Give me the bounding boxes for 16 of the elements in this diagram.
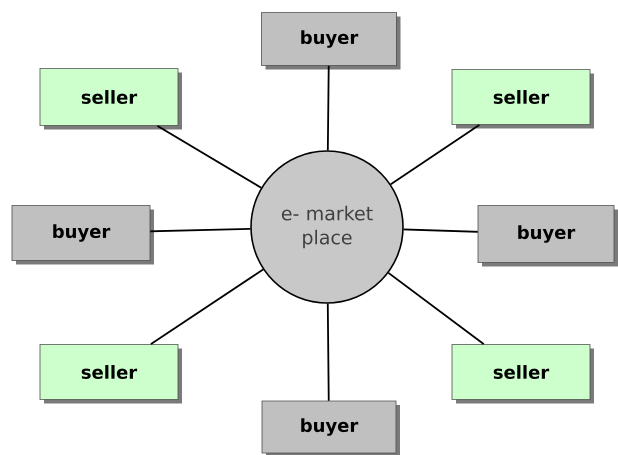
connector-line [156, 125, 262, 188]
connector-line [388, 272, 484, 345]
connector-line [150, 268, 264, 345]
label-box: seller [452, 344, 594, 404]
label-box: seller [40, 344, 182, 404]
connector-line [326, 304, 330, 401]
connector-line [404, 228, 478, 233]
label-box: seller [452, 69, 594, 128]
connector-line [390, 124, 480, 185]
label-box: buyer [261, 12, 400, 70]
connector-line [326, 66, 330, 150]
label-box: seller [40, 68, 182, 130]
connector-line [150, 228, 250, 232]
label-box: buyer [262, 400, 400, 455]
label-box: buyer [478, 205, 618, 266]
label-box: buyer [12, 205, 154, 264]
